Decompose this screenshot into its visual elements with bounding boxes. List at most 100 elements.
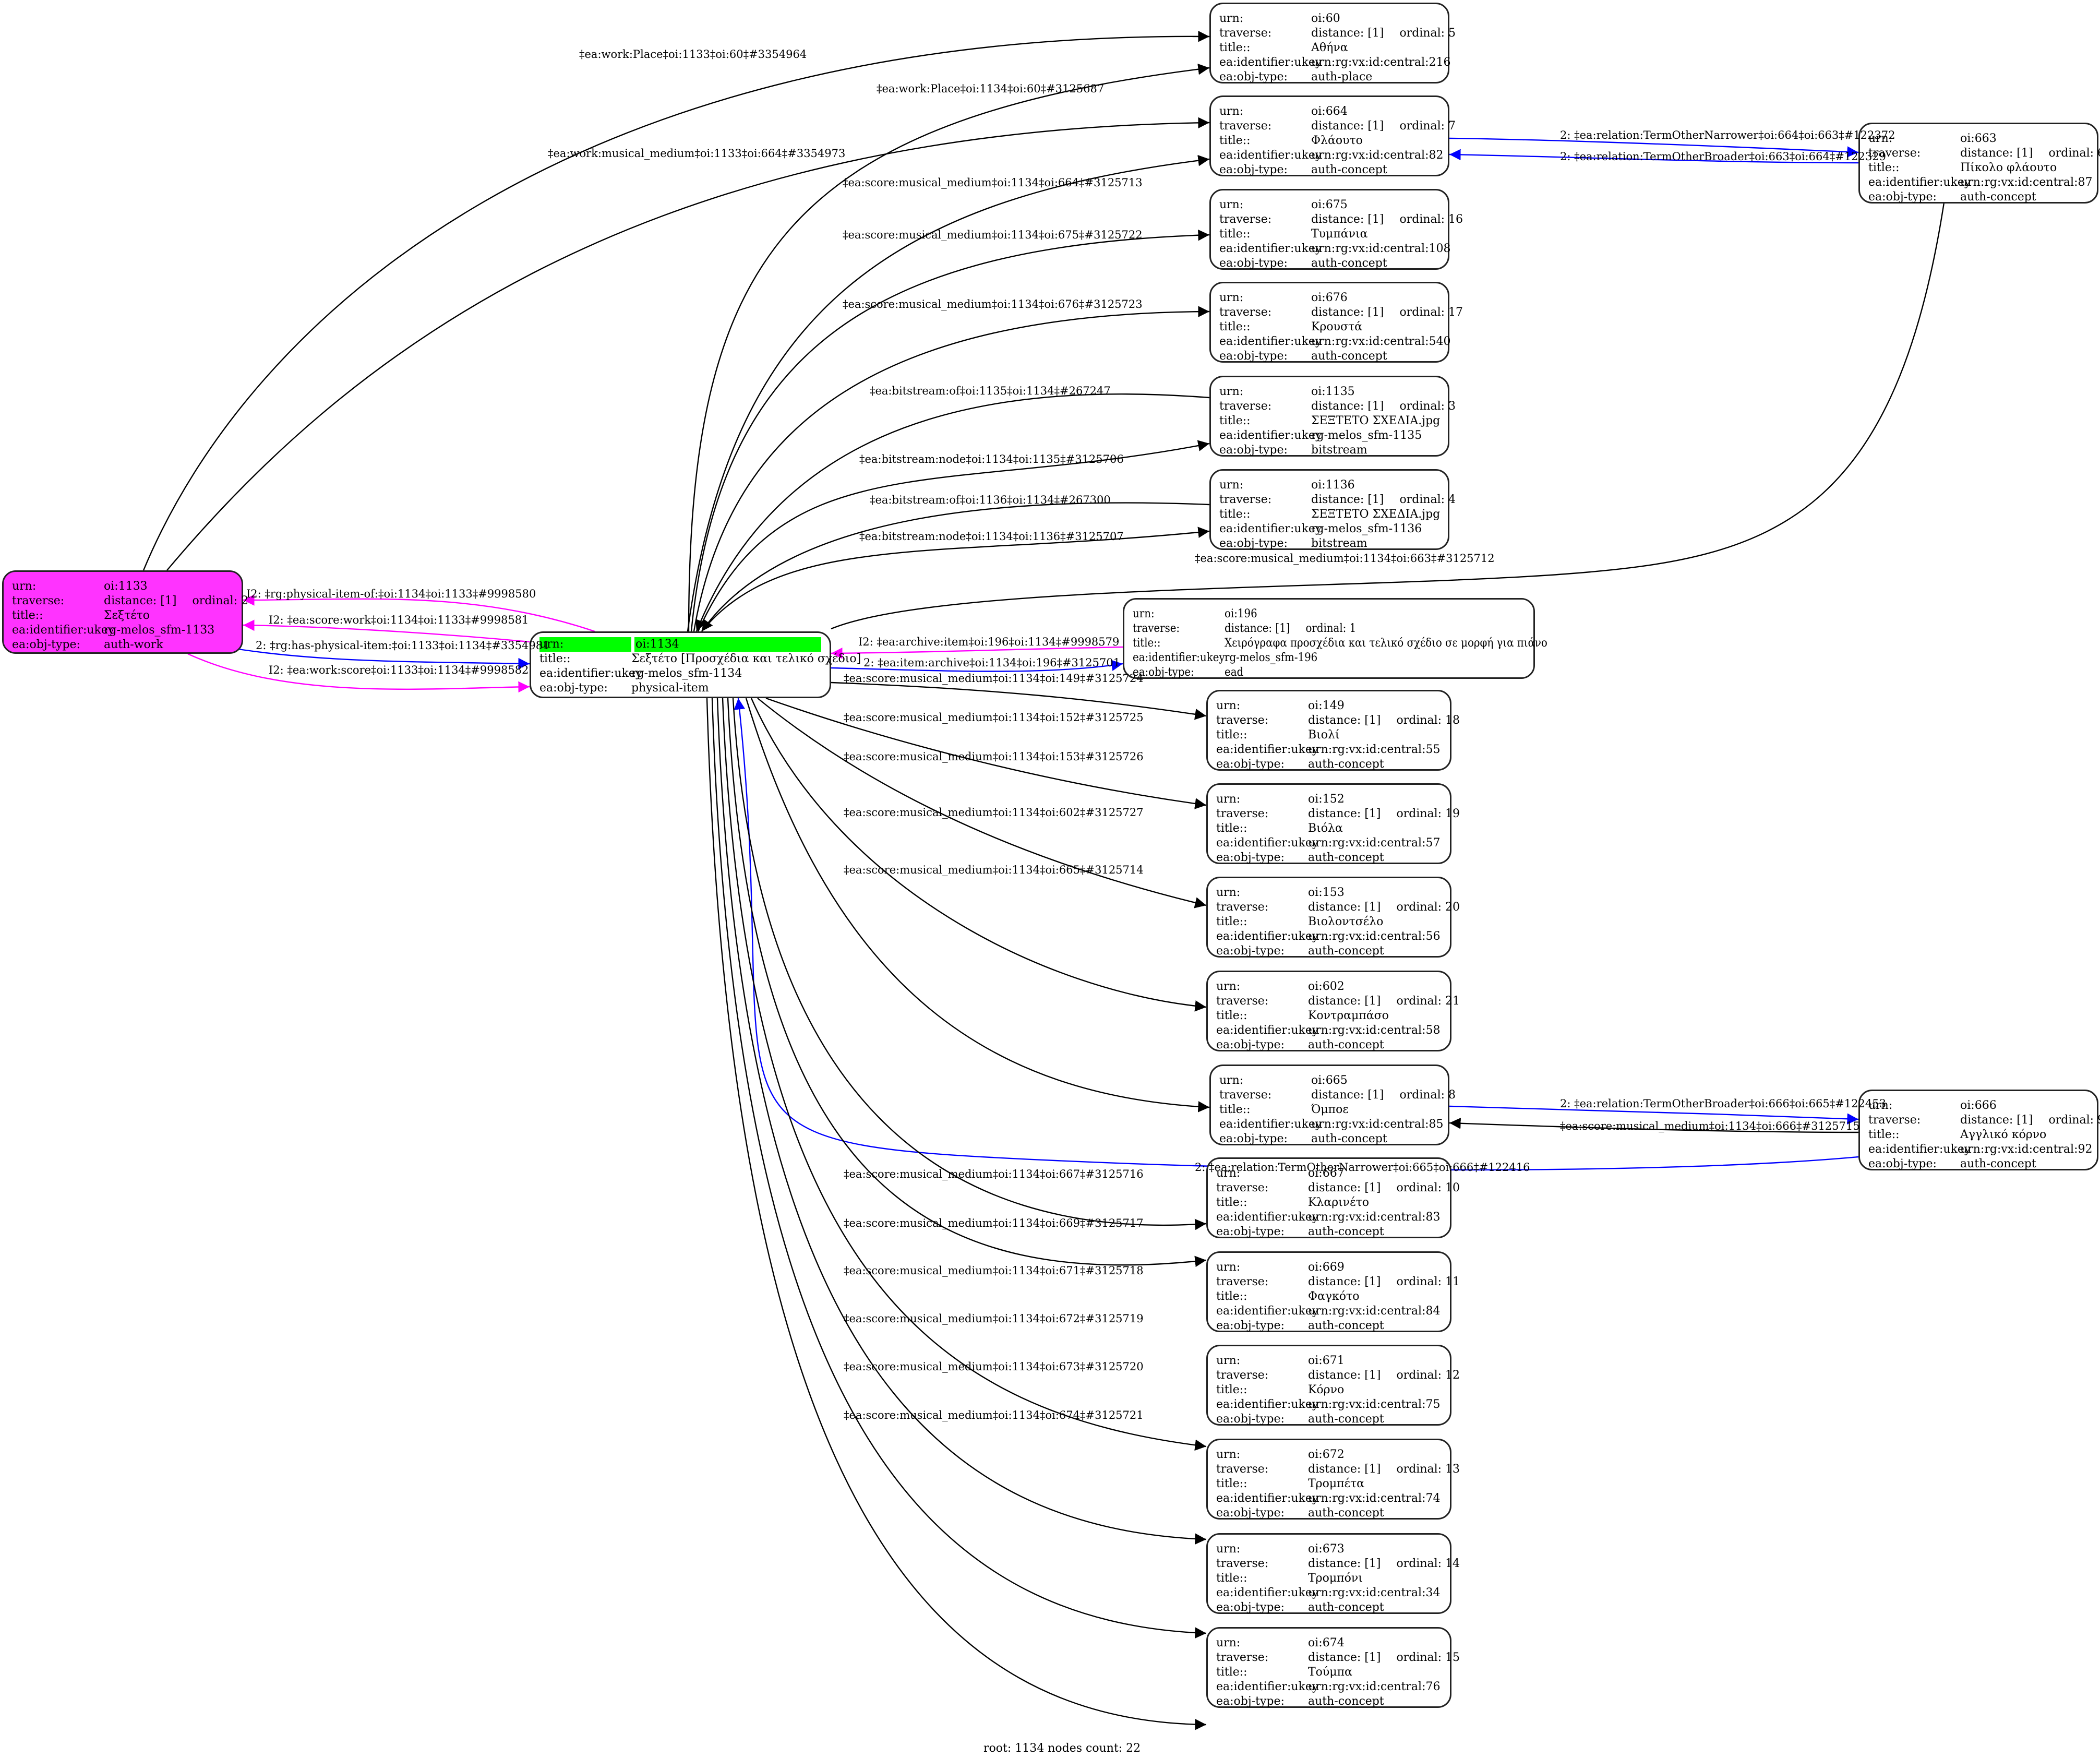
node-row-urn: urn:oi:674 (1216, 1636, 1442, 1651)
node-row-title: title::Τυμπάνια (1219, 227, 1439, 242)
node-row-type: ea:obj-type:auth-concept (1216, 757, 1442, 772)
edge-arrow (831, 161, 1954, 630)
edge-label: ‡ea:work:Place‡oi:1134‡oi:60‡#3125687 (877, 82, 1105, 95)
node-row-type: ea:obj-type:auth-concept (1868, 190, 2089, 205)
node-row-urn: urn:oi:196 (1133, 607, 1525, 621)
field-value: rg-melos_sfm-196 (1225, 651, 1318, 664)
field-label: traverse: (12, 594, 65, 607)
field-value: oi:149 (1308, 699, 1345, 712)
field-label: traverse: (1216, 807, 1269, 820)
field-value: oi:1134 (634, 637, 821, 652)
edge-arrow (711, 698, 1207, 1639)
field-value: distance: [1]ordinal: 12 (1308, 1368, 1460, 1383)
field-label: urn: (1133, 607, 1155, 620)
edge-label: ‡ea:score:musical_medium‡oi:1134‡oi:667‡… (844, 1168, 1144, 1180)
ordinal-value: ordinal: 15 (1396, 1651, 1460, 1664)
field-label: title:: (1216, 1196, 1247, 1209)
node-row-urn: urn:oi:664 (1219, 104, 1439, 119)
field-label: ea:obj-type: (1219, 1132, 1288, 1145)
field-label: title:: (1216, 822, 1247, 835)
node-row-title: title::Αγγλικό κόρνο (1868, 1128, 2089, 1142)
ordinal-value: ordinal: 18 (1396, 714, 1460, 727)
edge-label: ‡ea:score:musical_medium‡oi:1134‡oi:602‡… (844, 806, 1144, 819)
edge-arrow (142, 31, 1210, 571)
field-label: urn: (1219, 385, 1244, 398)
distance-value: distance: [1] (1960, 1114, 2033, 1127)
edge-arrow (831, 646, 1123, 659)
node-row-title: title::Κλαρινέτο (1216, 1195, 1442, 1210)
field-value: Βιόλα (1308, 822, 1343, 835)
distance-value: distance: [1] (1311, 27, 1384, 40)
field-value: urn:rg:vx:id:central:57 (1308, 836, 1441, 850)
field-value: distance: [1]ordinal: 11 (1308, 1275, 1460, 1289)
field-label: ea:obj-type: (1216, 1319, 1285, 1332)
node-row-type: ea:obj-type:bitstream (1219, 536, 1439, 551)
edge-arrow (1449, 149, 1859, 164)
field-value: auth-place (1311, 70, 1373, 83)
edge-label: ‡ea:score:musical_medium‡oi:1134‡oi:152‡… (844, 711, 1144, 724)
node-row-type: ea:obj-type:auth-concept (1868, 1157, 2089, 1171)
ordinal-value: ordinal: 21 (1396, 995, 1460, 1008)
field-label: ea:obj-type: (1219, 163, 1288, 176)
edge-arrow (166, 117, 1210, 571)
field-label: ea:identifier:ukey (1216, 743, 1319, 756)
node-row-title: title::Φλάουτο (1219, 134, 1439, 148)
field-label: ea:identifier:ukey (1868, 1143, 1971, 1156)
edge-label: 2: ‡ea:relation:TermOtherBroader‡oi:666‡… (1560, 1097, 1886, 1110)
field-value: oi:1135 (1311, 385, 1355, 398)
field-label: urn: (1216, 1448, 1241, 1461)
node-row-traverse: traverse:distance: [1]ordinal: 2 (12, 594, 248, 608)
field-label: ea:obj-type: (1868, 1157, 1937, 1170)
field-label: urn: (1219, 198, 1244, 211)
field-label: urn: (1216, 1636, 1241, 1649)
ordinal-value: ordinal: 8 (1399, 1089, 1456, 1102)
field-value: bitstream (1311, 444, 1367, 457)
field-label: ea:identifier:ukey (1219, 522, 1322, 535)
field-value: distance: [1]ordinal: 18 (1308, 713, 1460, 728)
field-label: ea:identifier:ukey (1216, 930, 1319, 943)
node-row-urn: urn: oi:1134 (539, 637, 821, 652)
field-label: title:: (1216, 1290, 1247, 1303)
field-value: distance: [1]ordinal: 6 (1960, 146, 2100, 161)
distance-value: distance: [1] (1308, 1181, 1381, 1194)
field-value: urn:rg:vx:id:central:87 (1960, 176, 2093, 189)
field-value: rg-melos_sfm-1135 (1311, 429, 1422, 442)
edge-label: ‡ea:score:musical_medium‡oi:1134‡oi:673‡… (844, 1360, 1144, 1373)
node-row-title: title::Κρουστά (1219, 320, 1439, 334)
field-value: urn:rg:vx:id:central:75 (1308, 1398, 1441, 1411)
node-row-traverse: traverse:distance: [1]ordinal: 21 (1216, 994, 1460, 1009)
node-row-type: ea:obj-type:auth-concept (1216, 1319, 1442, 1333)
node-row-urn: urn:oi:149 (1216, 699, 1442, 713)
node-root-1134[interactable]: urn: oi:1134 title:: Σεξτέτο [Προσχέδια … (530, 631, 861, 698)
field-value: auth-concept (1311, 163, 1387, 176)
field-value: Τούμπα (1308, 1666, 1352, 1679)
field-value: Όμποε (1311, 1103, 1349, 1116)
field-value: ΣΕΞΤΕΤΟ ΣΧΕΔΙΑ.jpg (1311, 508, 1441, 521)
node-row-title: title::Φαγκότο (1216, 1289, 1442, 1304)
node-row-title: title::ΣΕΞΤΕΤΟ ΣΧΕΔΙΑ.jpg (1219, 414, 1440, 428)
